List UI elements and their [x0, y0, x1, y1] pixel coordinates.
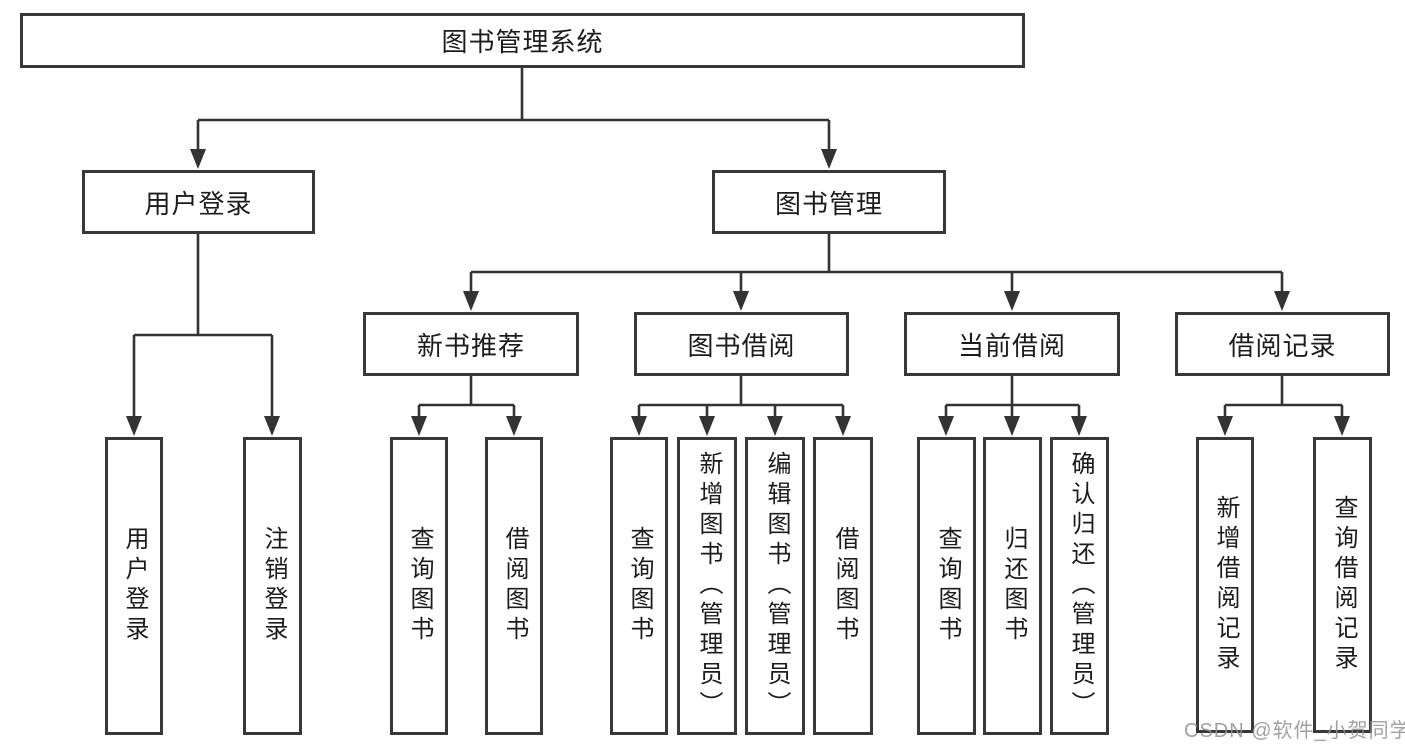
node-book-borrowing: 图书借阅	[634, 312, 849, 376]
leaf-edit-book-admin: 编辑图书（管理员）	[745, 437, 805, 735]
node-new-book-recommend: 新书推荐	[363, 312, 579, 376]
node-user-login: 用户登录	[82, 170, 315, 234]
leaf-logout: 注销登录	[243, 437, 302, 735]
connector-book-management-split	[469, 234, 1284, 298]
arrowhead-down	[835, 416, 851, 436]
leaf-borrow-books-recommend: 借阅图书	[485, 437, 543, 735]
node-book-management: 图书管理	[712, 170, 946, 234]
connector-user-login-split	[132, 234, 274, 423]
arrowhead-down	[463, 291, 479, 311]
arrowhead-down	[1217, 416, 1233, 436]
node-current-borrowing: 当前借阅	[904, 312, 1120, 376]
arrowhead-down	[1274, 291, 1290, 311]
leaf-query-borrow-record: 查询借阅记录	[1313, 437, 1372, 733]
leaf-add-borrow-record: 新增借阅记录	[1196, 437, 1254, 733]
leaf-add-book-admin: 新增图书（管理员）	[677, 437, 737, 735]
arrowhead-down	[1004, 416, 1020, 436]
arrowhead-down	[411, 416, 427, 436]
connector-borrow-record-split	[1223, 376, 1344, 423]
arrowhead-down	[1004, 291, 1020, 311]
arrowhead-down	[126, 416, 142, 436]
connector-current-borrow-split	[944, 376, 1081, 423]
arrowhead-down	[821, 149, 837, 169]
arrowhead-down	[1334, 416, 1350, 436]
leaf-query-books-borrowing: 查询图书	[610, 437, 668, 735]
arrowhead-down	[264, 416, 280, 436]
arrowhead-down	[506, 416, 522, 436]
csdn-watermark: CSDN @软件_小贺同学	[1184, 720, 1405, 742]
leaf-user-login: 用户登录	[105, 437, 163, 735]
node-borrowing-records: 借阅记录	[1175, 312, 1390, 376]
leaf-borrow-books: 借阅图书	[813, 437, 873, 735]
connector-book-borrowing-split	[637, 376, 845, 423]
leaf-query-books-recommend: 查询图书	[390, 437, 448, 735]
leaf-query-books-current: 查询图书	[917, 437, 976, 735]
arrowhead-down	[1071, 416, 1087, 436]
node-library-management-system: 图书管理系统	[20, 13, 1025, 68]
arrowhead-down	[699, 416, 715, 436]
leaf-return-book: 归还图书	[983, 437, 1042, 735]
connector-new-book-split	[417, 376, 516, 423]
arrowhead-down	[190, 149, 206, 169]
connector-root-split	[196, 68, 831, 156]
leaf-confirm-return-admin: 确认归还（管理员）	[1050, 437, 1109, 735]
arrowhead-down	[733, 291, 749, 311]
arrowhead-down	[938, 416, 954, 436]
arrowhead-down	[631, 416, 647, 436]
arrowhead-down	[767, 416, 783, 436]
